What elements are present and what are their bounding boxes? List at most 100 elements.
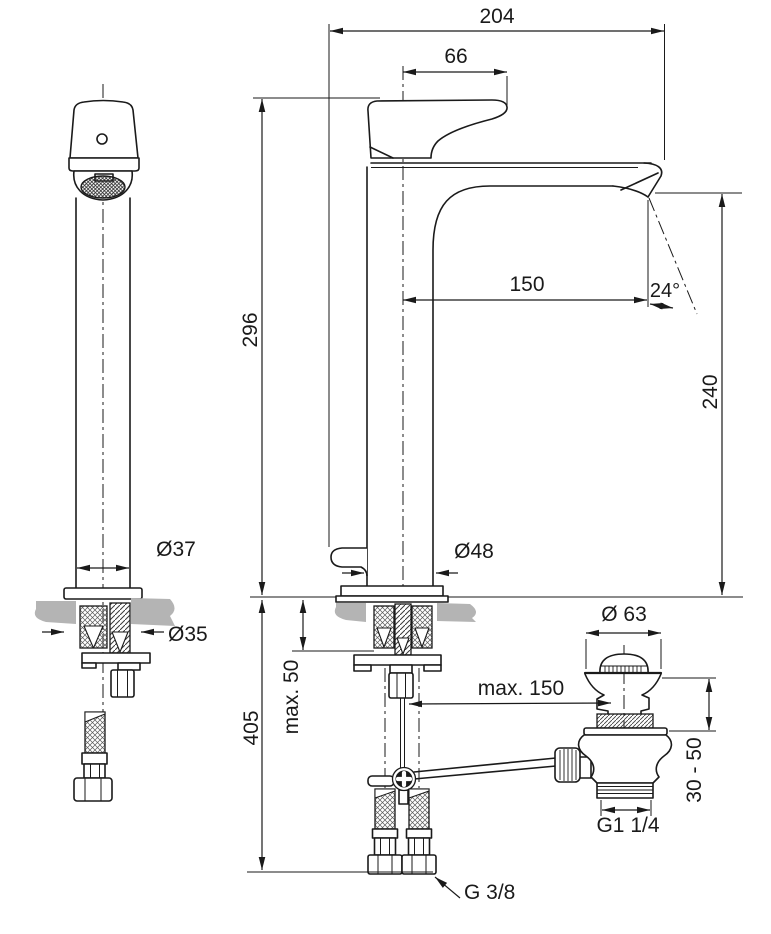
hose-nut [367, 854, 403, 875]
dimension-handle-projection: 66 [403, 45, 508, 106]
dimension-mounting-hole: Ø35 [42, 623, 208, 646]
fixing-nut-front [110, 669, 135, 698]
front-view [34, 84, 175, 802]
hose-crimp [374, 788, 396, 799]
dimension-waste-thread: G1 1/4 [596, 800, 660, 837]
dimension-height-below-deck: 405 [240, 600, 266, 870]
bracket-tab-right [423, 664, 442, 672]
dimension-label-405: 405 [240, 710, 263, 745]
dimensions: 204 66 296 150 24° 240 [42, 5, 742, 904]
hose-nut-front [73, 777, 113, 802]
popup-waste-assembly [554, 645, 673, 799]
dimension-label-30-50: 30 - 50 [683, 737, 706, 802]
tip-aerator-line [620, 172, 659, 191]
dimension-label-240: 240 [699, 374, 722, 409]
popup-pull-knob [330, 547, 368, 577]
hose-cage-front [83, 763, 106, 779]
front-base-flange [63, 587, 143, 600]
dimension-label-204: 204 [479, 5, 514, 28]
dimension-outlet-angle: 24° [648, 197, 698, 315]
shank-notch [111, 631, 129, 653]
waste-upper-thread [596, 713, 654, 729]
dimension-front-body-diameter: Ø37 [77, 538, 196, 572]
bracket-tab-right [117, 662, 141, 671]
dimension-height-above-deck: 296 [239, 97, 380, 595]
supply-hose-left [367, 788, 403, 875]
spout-tip-underside [612, 185, 649, 198]
dimension-label-g114: G1 1/4 [596, 814, 659, 837]
handle-chamfer [369, 146, 394, 159]
dimension-label-d48: Ø48 [454, 540, 494, 563]
waste-body [577, 734, 673, 784]
bracket-center-block [389, 664, 413, 674]
spout-collar-front [68, 157, 140, 172]
countertop-main-left [334, 603, 366, 622]
waste-right-profile [640, 673, 662, 715]
dimension-overall-depth: 204 [328, 5, 665, 547]
dimension-label-d37: Ø37 [156, 538, 196, 561]
hose-collar-front [81, 752, 108, 765]
dimension-waste-cap-diameter: Ø 63 [585, 603, 662, 669]
dimension-max-deck-thickness: max. 50 [280, 600, 374, 734]
shank-notch [396, 637, 410, 655]
bracket-tab-left [81, 662, 97, 669]
hose-crimp [408, 788, 430, 799]
dimension-outlet-height: 240 [655, 192, 742, 595]
base-plate [335, 595, 449, 603]
knob-knurling [559, 749, 577, 781]
aerator-mesh [80, 175, 126, 199]
linkage-rod [413, 765, 557, 780]
spout-tip-face [643, 162, 663, 198]
dimension-label-d63: Ø 63 [601, 603, 647, 626]
countertop-left [34, 601, 76, 624]
waste-plug-cap [599, 653, 649, 674]
countertop-main-right [437, 603, 477, 622]
bracket-tab-left [353, 664, 372, 672]
seal-notch [376, 627, 392, 648]
dimension-label-g38: G 3/8 [464, 881, 515, 904]
seal-cone-left [373, 605, 395, 649]
base-flange [340, 585, 444, 597]
dimension-label-max50: max. 50 [280, 660, 303, 735]
dimension-label-max150: max. 150 [478, 677, 564, 700]
dimension-label-296: 296 [239, 312, 262, 347]
handle-dot [96, 133, 108, 145]
clamp-bracket-front [81, 652, 151, 664]
seal-notch [414, 627, 430, 648]
countertop-right [131, 598, 175, 626]
hose-cage [373, 837, 397, 856]
supply-hoses [367, 788, 437, 875]
hose-collar [405, 828, 433, 839]
hose-nut [401, 854, 437, 875]
fixing-nut [388, 672, 414, 699]
seal-cone-right [411, 605, 433, 649]
waste-flange [583, 727, 668, 736]
label-supply-thread: G 3/8 [434, 876, 515, 904]
hose-cage [407, 837, 431, 856]
seal-notch [83, 625, 104, 649]
handle-front [69, 99, 139, 159]
dimension-label-24deg: 24° [650, 280, 680, 302]
supply-hose-right [401, 788, 437, 875]
hose-collar [371, 828, 399, 839]
handle-lever [367, 99, 508, 159]
dimension-max-rod-length: max. 150 [408, 677, 612, 708]
reference-lines [247, 596, 743, 873]
dimension-spout-reach: 150 [403, 200, 649, 307]
linkage-left-bar [367, 775, 395, 787]
cap-knurling [604, 666, 642, 672]
linkage-lower-tab [398, 789, 409, 805]
side-view [330, 66, 663, 805]
waste-left-profile [584, 673, 609, 715]
clamp-bracket [353, 654, 442, 666]
dimension-label-66: 66 [444, 45, 467, 68]
dimension-waste-adjustment: 30 - 50 [662, 677, 716, 803]
dimension-label-150: 150 [509, 273, 544, 296]
linkage-rod [413, 757, 557, 773]
dimension-base-diameter: Ø48 [342, 540, 494, 577]
screw-slot-v [401, 771, 407, 787]
body-right-spout-underside [432, 185, 614, 587]
dimension-label-d35: Ø35 [168, 623, 208, 646]
